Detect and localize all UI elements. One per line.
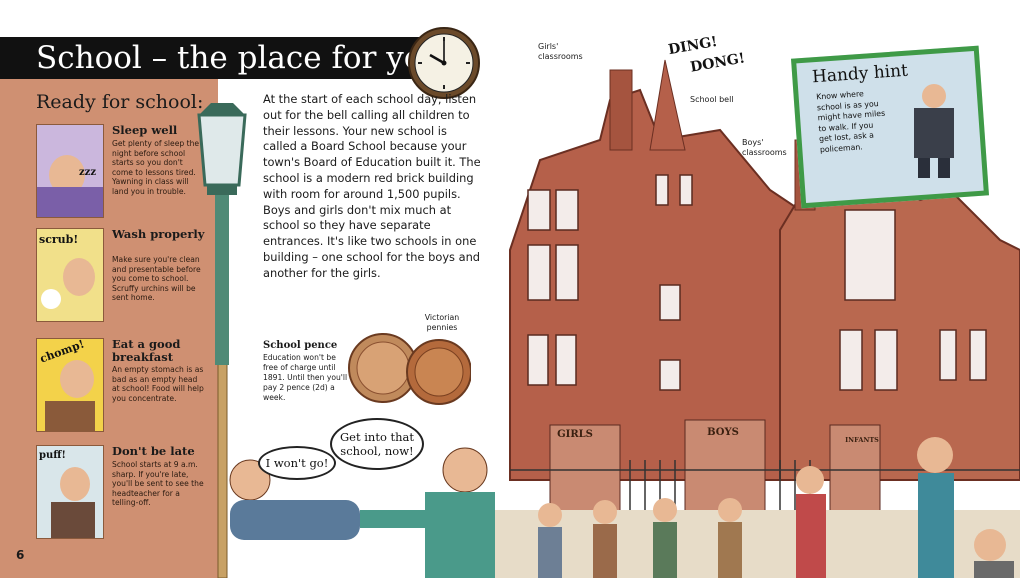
boys-sign: BOYS: [707, 427, 739, 438]
sidebar-heading: Ready for school:: [36, 91, 204, 113]
tip-title-sleep: Sleep well: [112, 123, 178, 137]
girls-classrooms-label: Girls' classrooms: [538, 42, 583, 61]
tip-sfx-wash: scrub!: [39, 233, 79, 246]
washing-child-illustration: scrub!: [36, 228, 104, 322]
pence-title: School pence: [263, 340, 338, 351]
tip-sfx-late: puff!: [39, 450, 66, 461]
boys-classrooms-label: Boys' classrooms: [742, 138, 787, 157]
infants-sign: INFANTS: [845, 436, 879, 444]
tip-title-late: Don't be late: [112, 444, 195, 458]
boy-speech-bubble: I won't go!: [258, 446, 336, 480]
tip-text-wash: Make sure you're clean and presentable b…: [112, 255, 201, 303]
tip-text-late: School starts at 9 a.m. sharp. If you're…: [112, 460, 204, 508]
page-number: 6: [16, 548, 25, 562]
tip-title-wash: Wash properly: [112, 227, 205, 241]
teacher-speech-text: Get into that school, now!: [339, 430, 415, 458]
pennies-label: Victorian pennies: [424, 313, 460, 332]
page-title: School – the place for you: [36, 40, 443, 76]
title-banner: [0, 37, 420, 79]
pence-text: Education won't be free of charge until …: [263, 353, 348, 402]
school-building-illustration: [480, 40, 1020, 578]
main-paragraph: At the start of each school day, listen …: [263, 92, 481, 280]
teacher-speech-bubble: Get into that school, now!: [330, 418, 424, 470]
tip-text-eat: An empty stomach is as bad as an empty h…: [112, 365, 204, 403]
pennies-illustration: [348, 333, 471, 405]
teacher-and-boy-illustration: [229, 447, 495, 578]
handy-hint-text: Know where school is as you might have m…: [815, 89, 886, 154]
sleeping-child-illustration: zzz: [36, 124, 104, 218]
tip-sfx-sleep: zzz: [79, 167, 97, 178]
boy-speech-text: I won't go!: [265, 456, 329, 470]
girls-sign: GIRLS: [557, 429, 593, 440]
tip-title-eat: Eat a good breakfast: [112, 337, 181, 364]
running-child-illustration: puff!: [36, 445, 104, 539]
tip-text-sleep: Get plenty of sleep the night before sch…: [112, 139, 200, 196]
school-bell-label: School bell: [690, 95, 734, 104]
eating-child-illustration: chomp!: [36, 338, 104, 432]
clock-illustration: [408, 27, 480, 99]
policeman-illustration: [914, 84, 954, 178]
street-lamp-illustration: [197, 103, 247, 578]
